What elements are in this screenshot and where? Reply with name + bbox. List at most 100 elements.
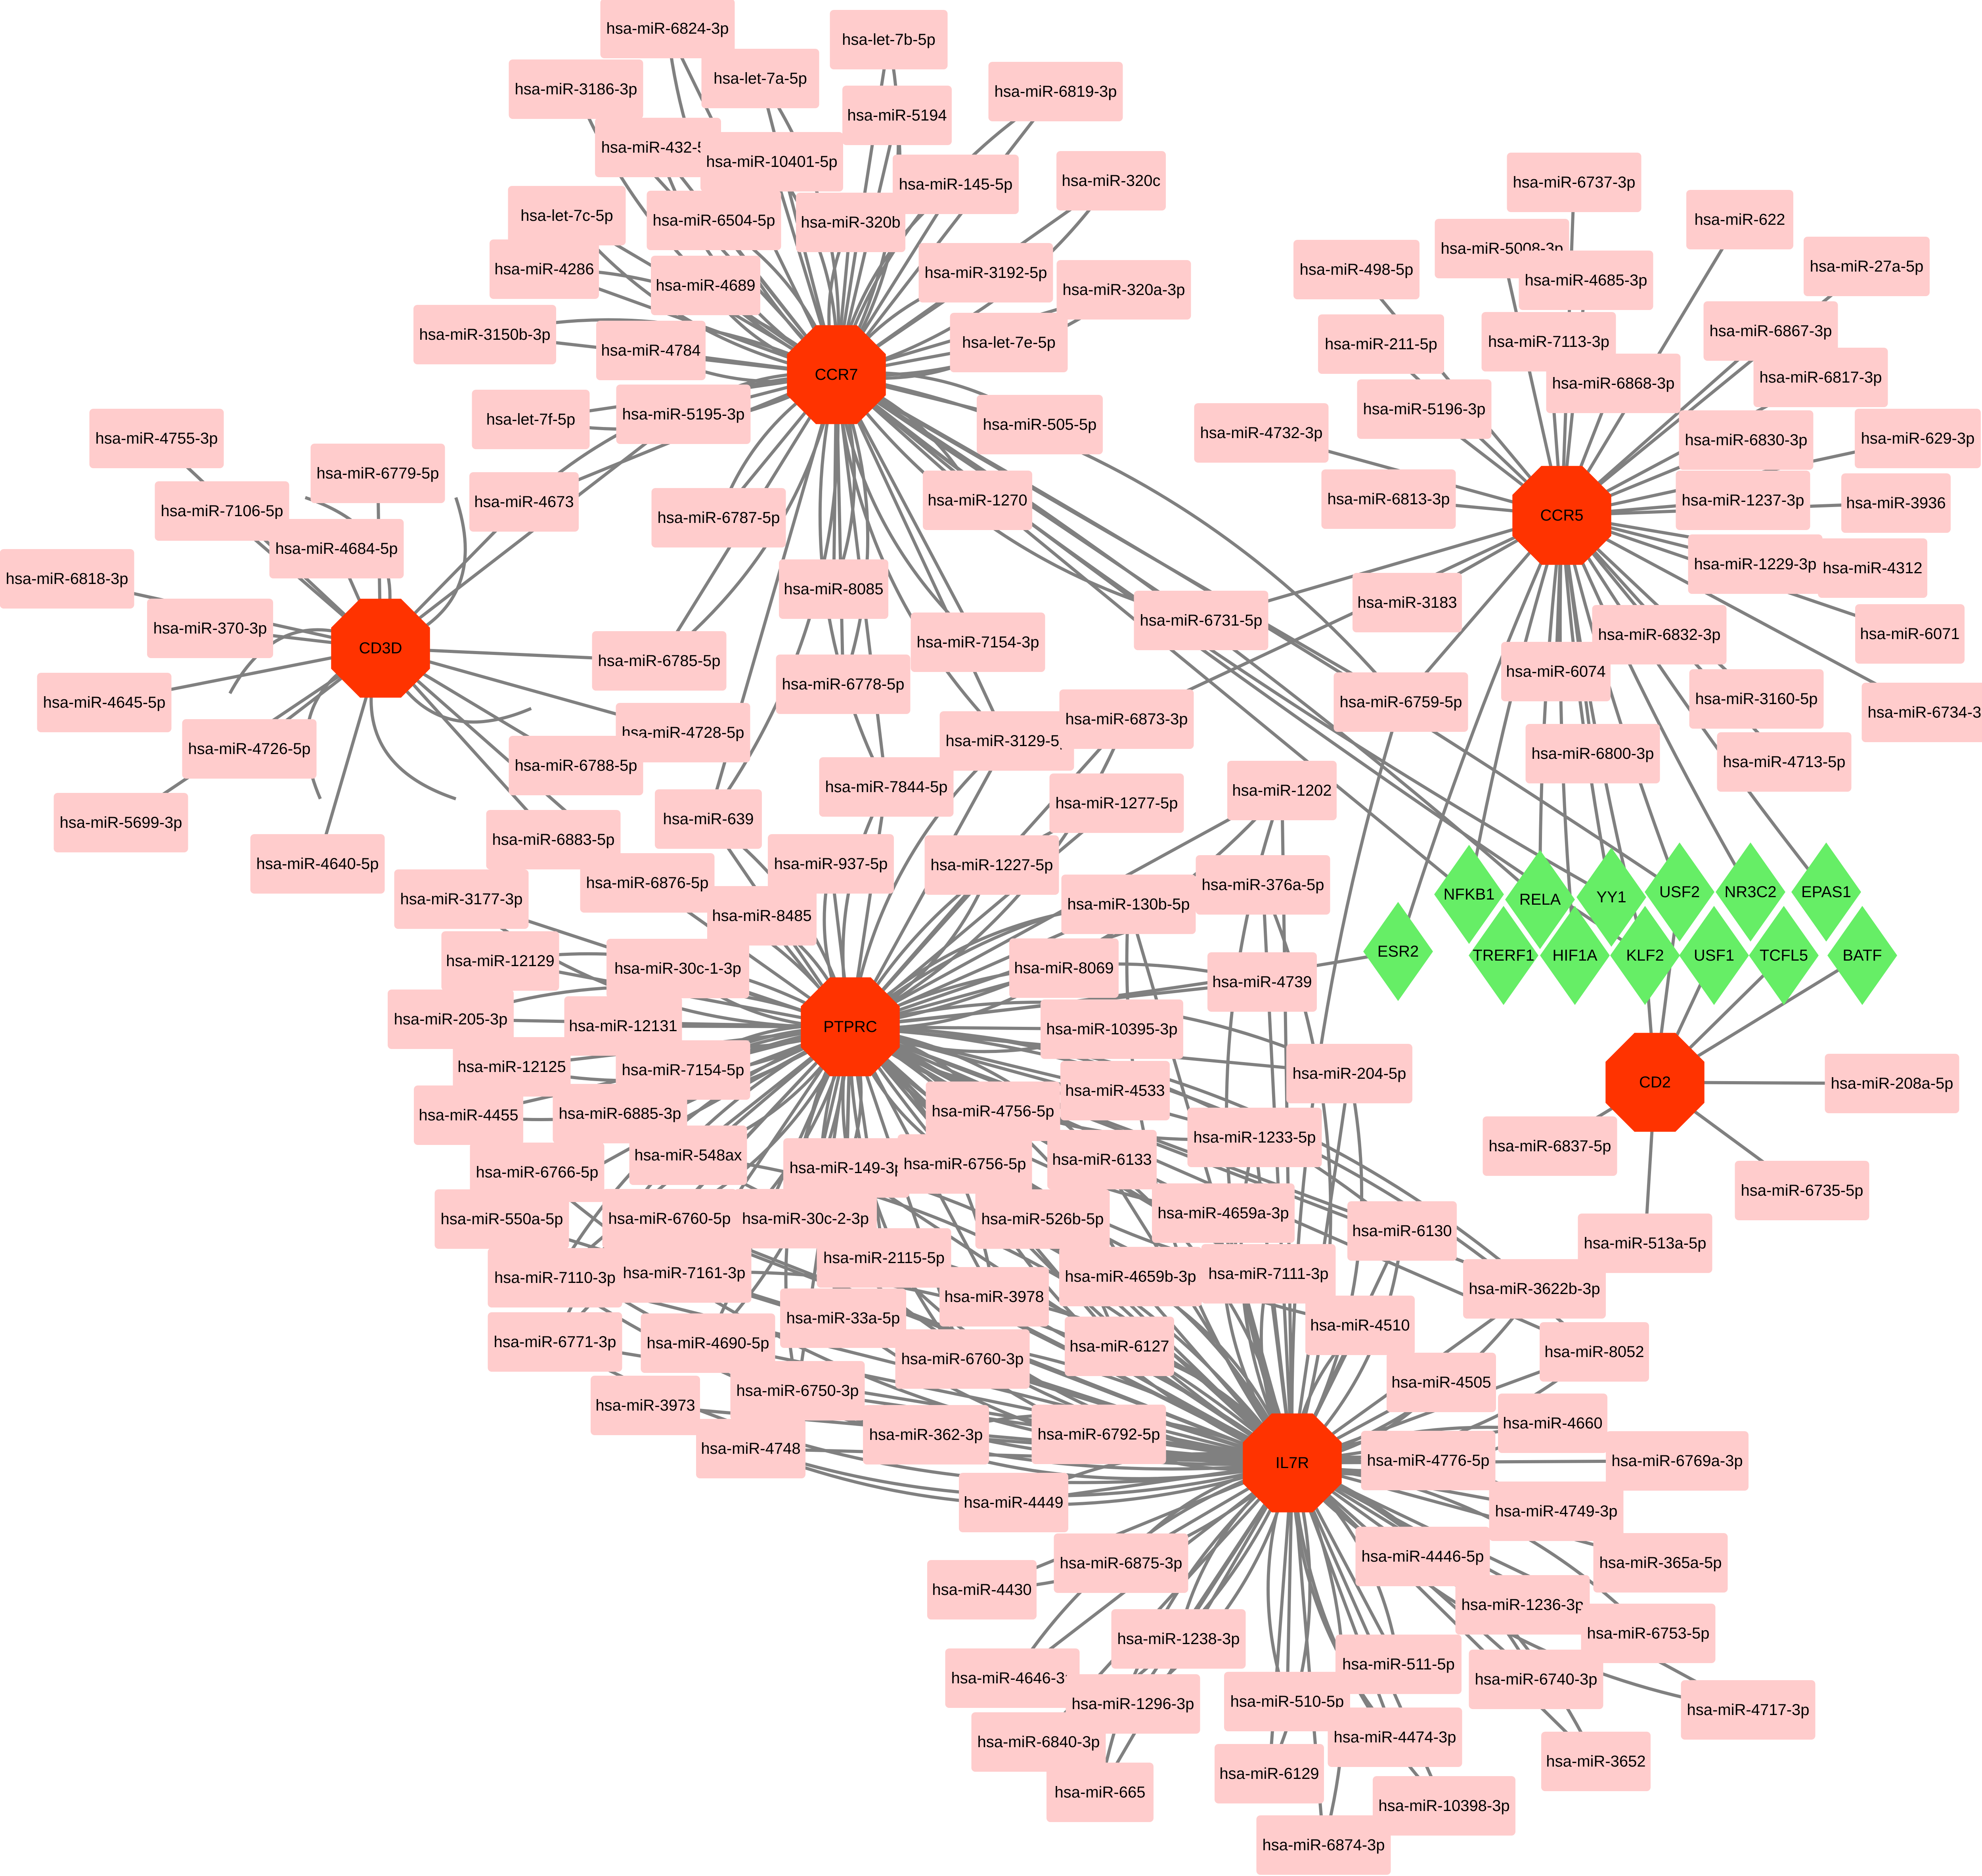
node-hsa-mir-7844-5p[interactable]: hsa-miR-7844-5p — [819, 757, 954, 817]
hub-node-cd2[interactable]: CD2 — [1605, 1033, 1705, 1132]
node-hsa-mir-1236-3p[interactable]: hsa-miR-1236-3p — [1455, 1575, 1590, 1635]
node-hsa-mir-10395-3p[interactable]: hsa-miR-10395-3p — [1041, 999, 1183, 1059]
node-hsa-mir-639[interactable]: hsa-miR-639 — [655, 789, 762, 849]
node-hsa-mir-4776-5p[interactable]: hsa-miR-4776-5p — [1361, 1431, 1496, 1490]
tf-node-epas1[interactable]: EPAS1 — [1791, 842, 1861, 942]
node-hsa-mir-4455[interactable]: hsa-miR-4455 — [414, 1085, 523, 1145]
node-hsa-mir-204-5p[interactable]: hsa-miR-204-5p — [1286, 1044, 1412, 1103]
node-hsa-mir-6874-3p[interactable]: hsa-miR-6874-3p — [1256, 1815, 1391, 1875]
node-hsa-mir-3978[interactable]: hsa-miR-3978 — [939, 1267, 1049, 1327]
hub-node-il7r[interactable]: IL7R — [1243, 1413, 1342, 1512]
node-hsa-mir-6737-3p[interactable]: hsa-miR-6737-3p — [1507, 153, 1641, 212]
node-hsa-mir-4449[interactable]: hsa-miR-4449 — [959, 1473, 1068, 1532]
node-hsa-mir-1227-5p[interactable]: hsa-miR-1227-5p — [924, 835, 1059, 895]
node-hsa-mir-6731-5p[interactable]: hsa-miR-6731-5p — [1134, 591, 1268, 650]
node-hsa-mir-6769a-3p[interactable]: hsa-miR-6769a-3p — [1606, 1431, 1749, 1491]
node-hsa-mir-4474-3p[interactable]: hsa-miR-4474-3p — [1328, 1708, 1462, 1767]
node-hsa-mir-6734-3p[interactable]: hsa-miR-6734-3p — [1861, 683, 1982, 742]
node-hsa-mir-4673[interactable]: hsa-miR-4673 — [469, 472, 579, 532]
node-hsa-mir-27a-5p[interactable]: hsa-miR-27a-5p — [1804, 237, 1930, 296]
node-hsa-mir-6876-5p[interactable]: hsa-miR-6876-5p — [580, 853, 715, 913]
node-hsa-mir-7111-3p[interactable]: hsa-miR-7111-3p — [1201, 1244, 1336, 1304]
node-hsa-mir-4713-5p[interactable]: hsa-miR-4713-5p — [1717, 732, 1852, 792]
node-hsa-mir-4689[interactable]: hsa-miR-4689 — [651, 256, 760, 315]
node-hsa-mir-1270[interactable]: hsa-miR-1270 — [923, 471, 1032, 530]
node-hsa-mir-7161-3p[interactable]: hsa-miR-7161-3p — [617, 1243, 752, 1303]
node-hsa-mir-4430[interactable]: hsa-miR-4430 — [927, 1560, 1037, 1619]
node-hsa-let-7e-5p[interactable]: hsa-let-7e-5p — [950, 313, 1068, 372]
node-hsa-mir-3936[interactable]: hsa-miR-3936 — [1841, 473, 1951, 533]
node-hsa-mir-4728-5p[interactable]: hsa-miR-4728-5p — [616, 703, 750, 762]
node-hsa-mir-505-5p[interactable]: hsa-miR-505-5p — [977, 395, 1103, 454]
node-hsa-mir-665[interactable]: hsa-miR-665 — [1046, 1763, 1154, 1822]
node-hsa-mir-320b[interactable]: hsa-miR-320b — [796, 193, 905, 252]
node-hsa-mir-362-3p[interactable]: hsa-miR-362-3p — [863, 1405, 989, 1464]
node-hsa-mir-3973[interactable]: hsa-miR-3973 — [591, 1376, 700, 1435]
node-hsa-mir-937-5p[interactable]: hsa-miR-937-5p — [768, 834, 894, 894]
node-hsa-mir-4312[interactable]: hsa-miR-4312 — [1818, 538, 1927, 598]
node-hsa-mir-4659a-3p[interactable]: hsa-miR-4659a-3p — [1152, 1183, 1295, 1243]
node-hsa-mir-5196-3p[interactable]: hsa-miR-5196-3p — [1357, 379, 1492, 439]
node-hsa-mir-6830-3p[interactable]: hsa-miR-6830-3p — [1679, 410, 1814, 470]
hub-node-ptprc[interactable]: PTPRC — [801, 977, 900, 1076]
node-hsa-mir-6753-5p[interactable]: hsa-miR-6753-5p — [1581, 1604, 1716, 1663]
node-hsa-mir-6788-5p[interactable]: hsa-miR-6788-5p — [509, 736, 643, 795]
node-hsa-mir-6760-5p[interactable]: hsa-miR-6760-5p — [602, 1189, 737, 1248]
node-hsa-mir-3186-3p[interactable]: hsa-miR-3186-3p — [509, 59, 643, 119]
node-hsa-mir-3150b-3p[interactable]: hsa-miR-3150b-3p — [413, 305, 556, 364]
node-hsa-mir-6785-5p[interactable]: hsa-miR-6785-5p — [592, 631, 727, 691]
node-hsa-mir-6840-3p[interactable]: hsa-miR-6840-3p — [971, 1712, 1106, 1772]
node-hsa-mir-622[interactable]: hsa-miR-622 — [1686, 190, 1793, 249]
tf-node-usf2[interactable]: USF2 — [1645, 842, 1714, 942]
node-hsa-mir-130b-5p[interactable]: hsa-miR-130b-5p — [1061, 875, 1196, 934]
node-hsa-mir-6818-3p[interactable]: hsa-miR-6818-3p — [0, 549, 134, 609]
node-hsa-mir-6760-3p[interactable]: hsa-miR-6760-3p — [895, 1329, 1030, 1389]
node-hsa-mir-4690-5p[interactable]: hsa-miR-4690-5p — [641, 1313, 775, 1373]
node-hsa-let-7a-5p[interactable]: hsa-let-7a-5p — [701, 49, 819, 108]
node-hsa-mir-6875-3p[interactable]: hsa-miR-6875-3p — [1054, 1533, 1188, 1593]
node-hsa-mir-4784[interactable]: hsa-miR-4784 — [596, 321, 706, 380]
node-hsa-mir-4286[interactable]: hsa-miR-4286 — [490, 239, 599, 299]
tf-node-klf2[interactable]: KLF2 — [1610, 906, 1680, 1005]
tf-node-usf1[interactable]: USF1 — [1679, 906, 1749, 1005]
node-hsa-mir-6819-3p[interactable]: hsa-miR-6819-3p — [988, 62, 1123, 121]
node-hsa-mir-5699-3p[interactable]: hsa-miR-5699-3p — [54, 793, 188, 852]
node-hsa-mir-4645-5p[interactable]: hsa-miR-4645-5p — [37, 673, 172, 732]
node-hsa-mir-6867-3p[interactable]: hsa-miR-6867-3p — [1703, 301, 1838, 361]
node-hsa-mir-432-5p[interactable]: hsa-miR-432-5p — [595, 118, 721, 177]
node-hsa-mir-6740-3p[interactable]: hsa-miR-6740-3p — [1469, 1650, 1603, 1709]
node-hsa-mir-8069[interactable]: hsa-miR-8069 — [1009, 938, 1119, 998]
node-hsa-mir-370-3p[interactable]: hsa-miR-370-3p — [147, 599, 273, 658]
node-hsa-mir-629-3p[interactable]: hsa-miR-629-3p — [1855, 409, 1981, 468]
node-hsa-let-7f-5p[interactable]: hsa-let-7f-5p — [472, 390, 590, 449]
node-hsa-mir-3183[interactable]: hsa-miR-3183 — [1353, 573, 1462, 632]
node-hsa-mir-513a-5p[interactable]: hsa-miR-513a-5p — [1578, 1214, 1712, 1273]
node-hsa-mir-548ax[interactable]: hsa-miR-548ax — [629, 1126, 747, 1185]
node-hsa-mir-6813-3p[interactable]: hsa-miR-6813-3p — [1321, 469, 1456, 529]
node-hsa-mir-6074[interactable]: hsa-miR-6074 — [1501, 642, 1611, 701]
node-hsa-mir-6800-3p[interactable]: hsa-miR-6800-3p — [1525, 724, 1660, 783]
tf-node-trerf1[interactable]: TRERF1 — [1469, 906, 1538, 1005]
hub-node-ccr7[interactable]: CCR7 — [787, 325, 886, 424]
tf-node-yy1[interactable]: YY1 — [1576, 848, 1646, 947]
node-hsa-mir-1202[interactable]: hsa-miR-1202 — [1227, 761, 1337, 820]
node-hsa-mir-205-3p[interactable]: hsa-miR-205-3p — [388, 990, 514, 1049]
node-hsa-mir-6735-5p[interactable]: hsa-miR-6735-5p — [1735, 1161, 1869, 1220]
node-hsa-mir-4533[interactable]: hsa-miR-4533 — [1060, 1061, 1170, 1120]
node-hsa-mir-498-5p[interactable]: hsa-miR-498-5p — [1293, 240, 1420, 299]
tf-node-esr2[interactable]: ESR2 — [1363, 902, 1433, 1001]
node-hsa-mir-12129[interactable]: hsa-miR-12129 — [441, 931, 559, 991]
node-hsa-mir-4659b-3p[interactable]: hsa-miR-4659b-3p — [1059, 1247, 1202, 1306]
tf-node-batf[interactable]: BATF — [1827, 906, 1897, 1005]
node-hsa-mir-3192-5p[interactable]: hsa-miR-3192-5p — [918, 243, 1053, 302]
node-hsa-mir-4505[interactable]: hsa-miR-4505 — [1387, 1353, 1496, 1412]
node-hsa-mir-4732-3p[interactable]: hsa-miR-4732-3p — [1194, 403, 1329, 463]
node-hsa-mir-208a-5p[interactable]: hsa-miR-208a-5p — [1825, 1054, 1959, 1113]
node-hsa-mir-1229-3p[interactable]: hsa-miR-1229-3p — [1688, 534, 1823, 594]
node-hsa-mir-10398-3p[interactable]: hsa-miR-10398-3p — [1373, 1776, 1515, 1836]
node-hsa-let-7c-5p[interactable]: hsa-let-7c-5p — [508, 186, 626, 245]
node-hsa-mir-8052[interactable]: hsa-miR-8052 — [1540, 1322, 1649, 1382]
node-hsa-mir-6133[interactable]: hsa-miR-6133 — [1047, 1130, 1157, 1189]
node-hsa-mir-1238-3p[interactable]: hsa-miR-1238-3p — [1111, 1609, 1246, 1669]
node-hsa-mir-3177-3p[interactable]: hsa-miR-3177-3p — [394, 869, 529, 929]
